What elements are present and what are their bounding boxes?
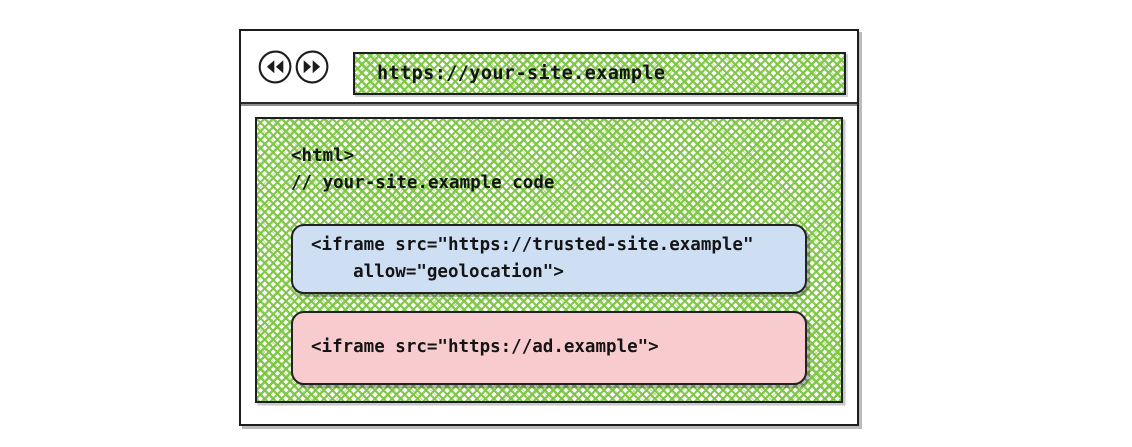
toolbar-divider [241,102,857,106]
fast-forward-icon [295,50,329,84]
ad-iframe[interactable]: <iframe src="https://ad.example"> [291,311,807,385]
forward-button[interactable] [294,49,330,85]
trusted-site-iframe-code: <iframe src="https://trusted-site.exampl… [311,234,754,282]
back-button[interactable] [257,49,293,85]
page-source-code: <html> // your-site.example code [291,146,555,193]
browser-toolbar: https://your-site.example [241,31,857,102]
browser-window: https://your-site.example <html> // your… [239,29,859,426]
trusted-site-iframe[interactable]: <iframe src="https://trusted-site.exampl… [291,224,807,294]
rewind-icon [258,50,292,84]
url-input[interactable]: https://your-site.example [377,63,666,84]
url-bar[interactable]: https://your-site.example [353,52,846,95]
page-viewport: <html> // your-site.example code <iframe… [255,117,843,403]
ad-iframe-code: <iframe src="https://ad.example"> [311,337,659,358]
